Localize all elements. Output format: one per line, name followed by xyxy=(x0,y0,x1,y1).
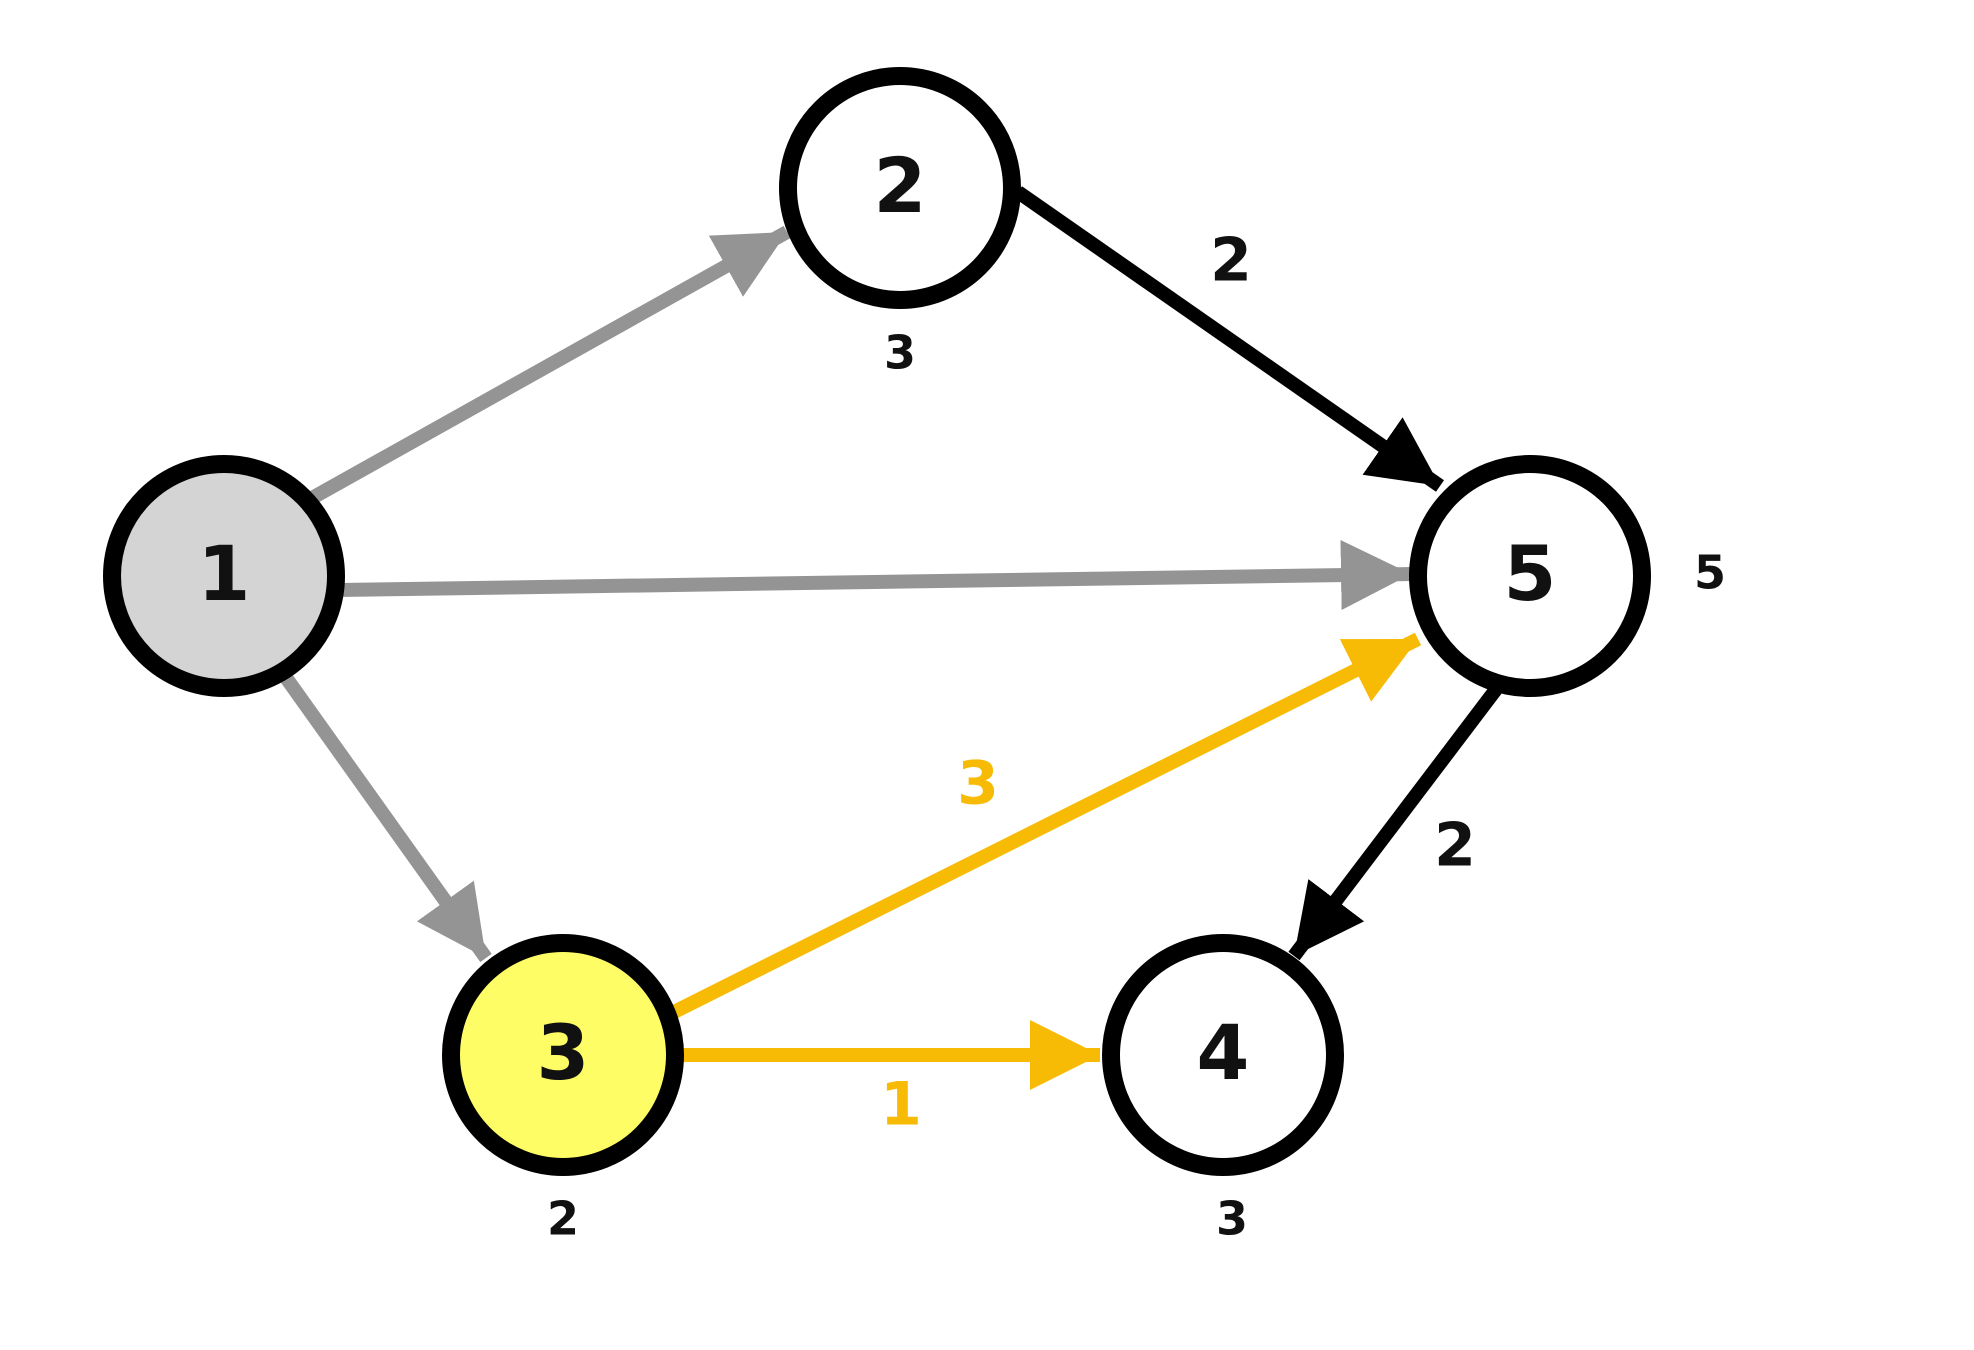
edge-weight-3-to-4: 1 xyxy=(880,1070,922,1140)
node-3 xyxy=(442,934,684,1176)
edge-3-to-5 xyxy=(668,632,1422,1020)
edge-2-to-5 xyxy=(1013,186,1445,492)
node-distance-3: 2 xyxy=(547,1192,579,1246)
node-label-1: 1 xyxy=(198,529,251,618)
node-distance-5: 5 xyxy=(1694,546,1726,600)
node-distance-2: 3 xyxy=(884,326,916,380)
node-label-5: 5 xyxy=(1504,529,1557,618)
edge-weight-5-to-4: 2 xyxy=(1434,811,1476,881)
node-4 xyxy=(1102,934,1344,1176)
node-5 xyxy=(1409,455,1651,697)
edge-5-to-4 xyxy=(1288,683,1503,961)
node-distance-4: 3 xyxy=(1216,1192,1248,1246)
node-label-3: 3 xyxy=(537,1008,590,1097)
edge-1-to-3 xyxy=(276,667,492,963)
node-1 xyxy=(103,455,345,697)
edge-1-to-5 xyxy=(337,540,1412,611)
node-2 xyxy=(779,67,1021,309)
edge-1-to-2 xyxy=(308,225,791,505)
edge-weight-3-to-5: 3 xyxy=(957,749,999,819)
node-label-4: 4 xyxy=(1197,1008,1250,1097)
node-label-2: 2 xyxy=(874,141,927,230)
edge-weight-2-to-5: 2 xyxy=(1210,226,1252,296)
